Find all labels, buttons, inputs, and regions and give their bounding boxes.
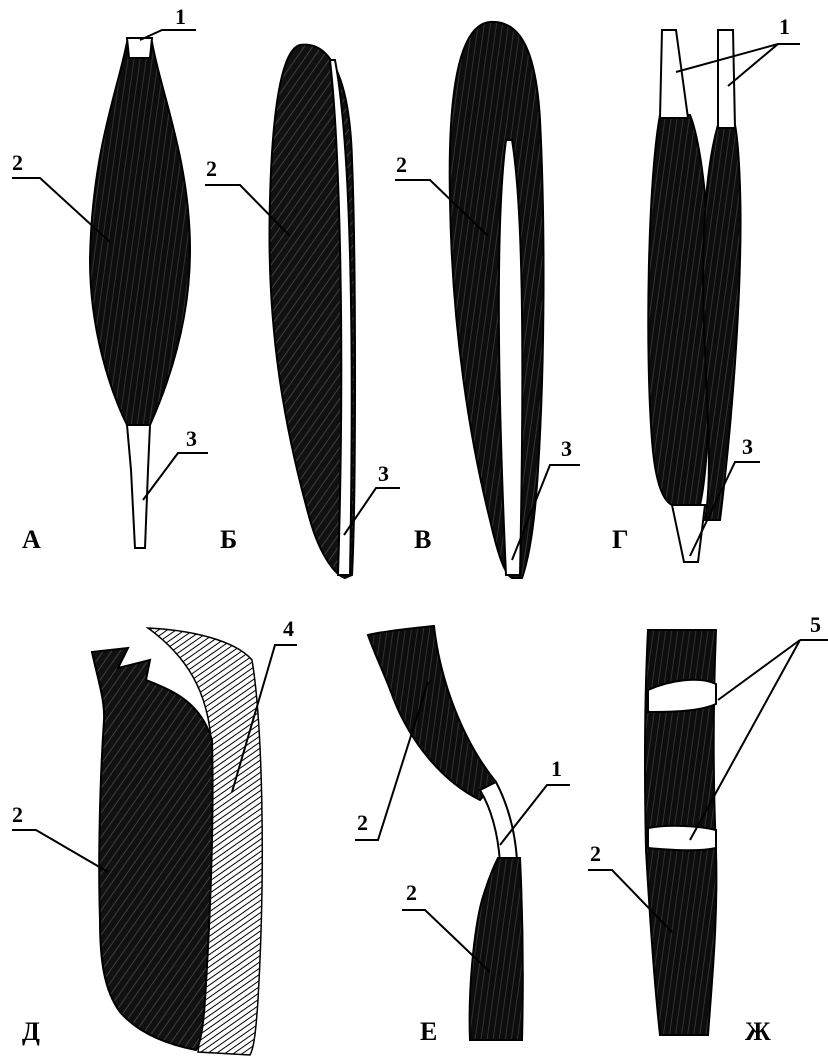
- panel-zh: 5 2 Ж: [588, 612, 828, 1046]
- panel-v-callout-2: 2: [396, 152, 407, 177]
- panel-a-callout-3: 3: [186, 426, 197, 451]
- panel-a-callout-2: 2: [12, 150, 23, 175]
- panel-zh-intersection-lower: [648, 826, 716, 850]
- panel-zh-callout-5: 5: [810, 612, 821, 637]
- panel-e-letter: Е: [420, 1017, 437, 1046]
- panel-v-callout-3: 3: [561, 436, 572, 461]
- panel-a: 1 2 3 А: [12, 4, 208, 554]
- panel-b-callout-2: 2: [206, 156, 217, 181]
- panel-e-callout-1: 1: [551, 756, 562, 781]
- panel-d-letter: Д: [22, 1017, 40, 1046]
- panel-d: 4 2 Д: [12, 616, 297, 1055]
- panel-v-muscle: [450, 22, 544, 578]
- panel-v-letter: В: [414, 525, 431, 554]
- leader-line: [12, 830, 108, 872]
- panel-a-callout-1: 1: [175, 4, 186, 29]
- panel-a-muscle-belly: [90, 42, 190, 425]
- panel-d-callout-2: 2: [12, 802, 23, 827]
- panel-b-callout-3: 3: [378, 461, 389, 486]
- panel-zh-callout-2: 2: [590, 841, 601, 866]
- panel-g: 1 3 Г: [612, 14, 800, 562]
- panel-b: 2 3 Б: [205, 45, 400, 578]
- panel-v: 2 3 В: [395, 22, 580, 578]
- panel-g-head-left: [648, 115, 710, 505]
- panel-d-muscle: [92, 648, 213, 1050]
- panel-zh-letter: Ж: [745, 1017, 771, 1046]
- panel-d-callout-4: 4: [283, 616, 294, 641]
- panel-b-letter: Б: [220, 525, 237, 554]
- panel-e-belly-bottom: [470, 858, 523, 1040]
- panel-v-tendon: [499, 140, 523, 575]
- panel-g-callout-1: 1: [779, 14, 790, 39]
- panel-g-callout-3: 3: [742, 434, 753, 459]
- panel-e-callout-2-top: 2: [357, 810, 368, 835]
- leader-line: [718, 640, 800, 700]
- panel-e-callout-2-bottom: 2: [406, 880, 417, 905]
- panel-g-tendon-left: [660, 30, 688, 118]
- panel-a-tendon-top: [127, 38, 152, 58]
- leader-line: [143, 453, 208, 500]
- panel-a-tendon-bottom: [127, 425, 150, 548]
- panel-e-tendon: [480, 782, 517, 862]
- panel-g-letter: Г: [612, 525, 629, 554]
- panel-a-letter: А: [22, 525, 41, 554]
- panel-g-tendon-right: [718, 30, 735, 128]
- panel-g-head-right: [703, 125, 740, 520]
- panel-e: 2 1 2 Е: [355, 626, 570, 1046]
- panel-e-belly-top: [368, 626, 496, 800]
